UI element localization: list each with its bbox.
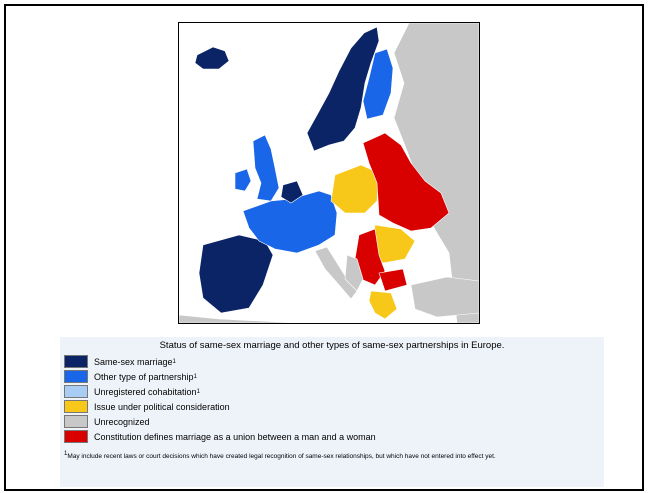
europe-map-svg — [179, 23, 479, 323]
legend-label: Constitution defines marriage as a union… — [94, 431, 376, 442]
region-bulgaria — [378, 268, 408, 292]
legend-swatch — [64, 385, 88, 398]
legend-swatch — [64, 370, 88, 383]
legend-footnote: 1May include recent laws or court decisi… — [64, 449, 600, 462]
legend-label: Same-sex marriage — [94, 356, 173, 367]
legend-caption: Status of same-sex marriage and other ty… — [159, 340, 505, 351]
region-iceland — [194, 46, 230, 70]
legend-sup: 1 — [193, 373, 197, 380]
region-scandinavia — [306, 26, 380, 152]
legend-swatch — [64, 415, 88, 428]
region-eastern-europe — [362, 132, 450, 232]
footnote-text: May include recent laws or court decisio… — [67, 453, 496, 461]
legend-item-political-consideration: Issue under political consideration — [64, 399, 604, 414]
region-britain — [252, 134, 280, 202]
legend-item-unrecognized: Unrecognized — [64, 414, 604, 429]
legend-label: Other type of partnership — [94, 371, 194, 382]
region-poland — [330, 164, 380, 214]
europe-map — [178, 22, 480, 324]
region-finland — [362, 48, 394, 120]
region-turkey — [410, 276, 479, 318]
legend-label: Unrecognized — [94, 416, 150, 427]
legend-swatch — [64, 355, 88, 368]
legend-label: Issue under political consideration — [94, 401, 230, 412]
region-greece — [368, 290, 398, 320]
legend-label: Unregistered cohabitation — [94, 386, 197, 397]
figure-frame: Status of same-sex marriage and other ty… — [4, 4, 644, 491]
footnote-mark: 1 — [64, 451, 68, 457]
region-balkans — [344, 254, 364, 292]
legend-item-constitutional-ban: Constitution defines marriage as a union… — [64, 429, 604, 444]
legend-swatch — [64, 430, 88, 443]
region-ireland — [234, 168, 252, 192]
region-benelux — [280, 180, 304, 204]
legend-sup: 1 — [196, 388, 200, 395]
legend-sup: 1 — [172, 358, 176, 365]
legend-swatch — [64, 400, 88, 413]
region-iberia — [198, 234, 274, 314]
map-legend: Status of same-sex marriage and other ty… — [60, 337, 604, 487]
region-north-africa — [179, 314, 300, 323]
